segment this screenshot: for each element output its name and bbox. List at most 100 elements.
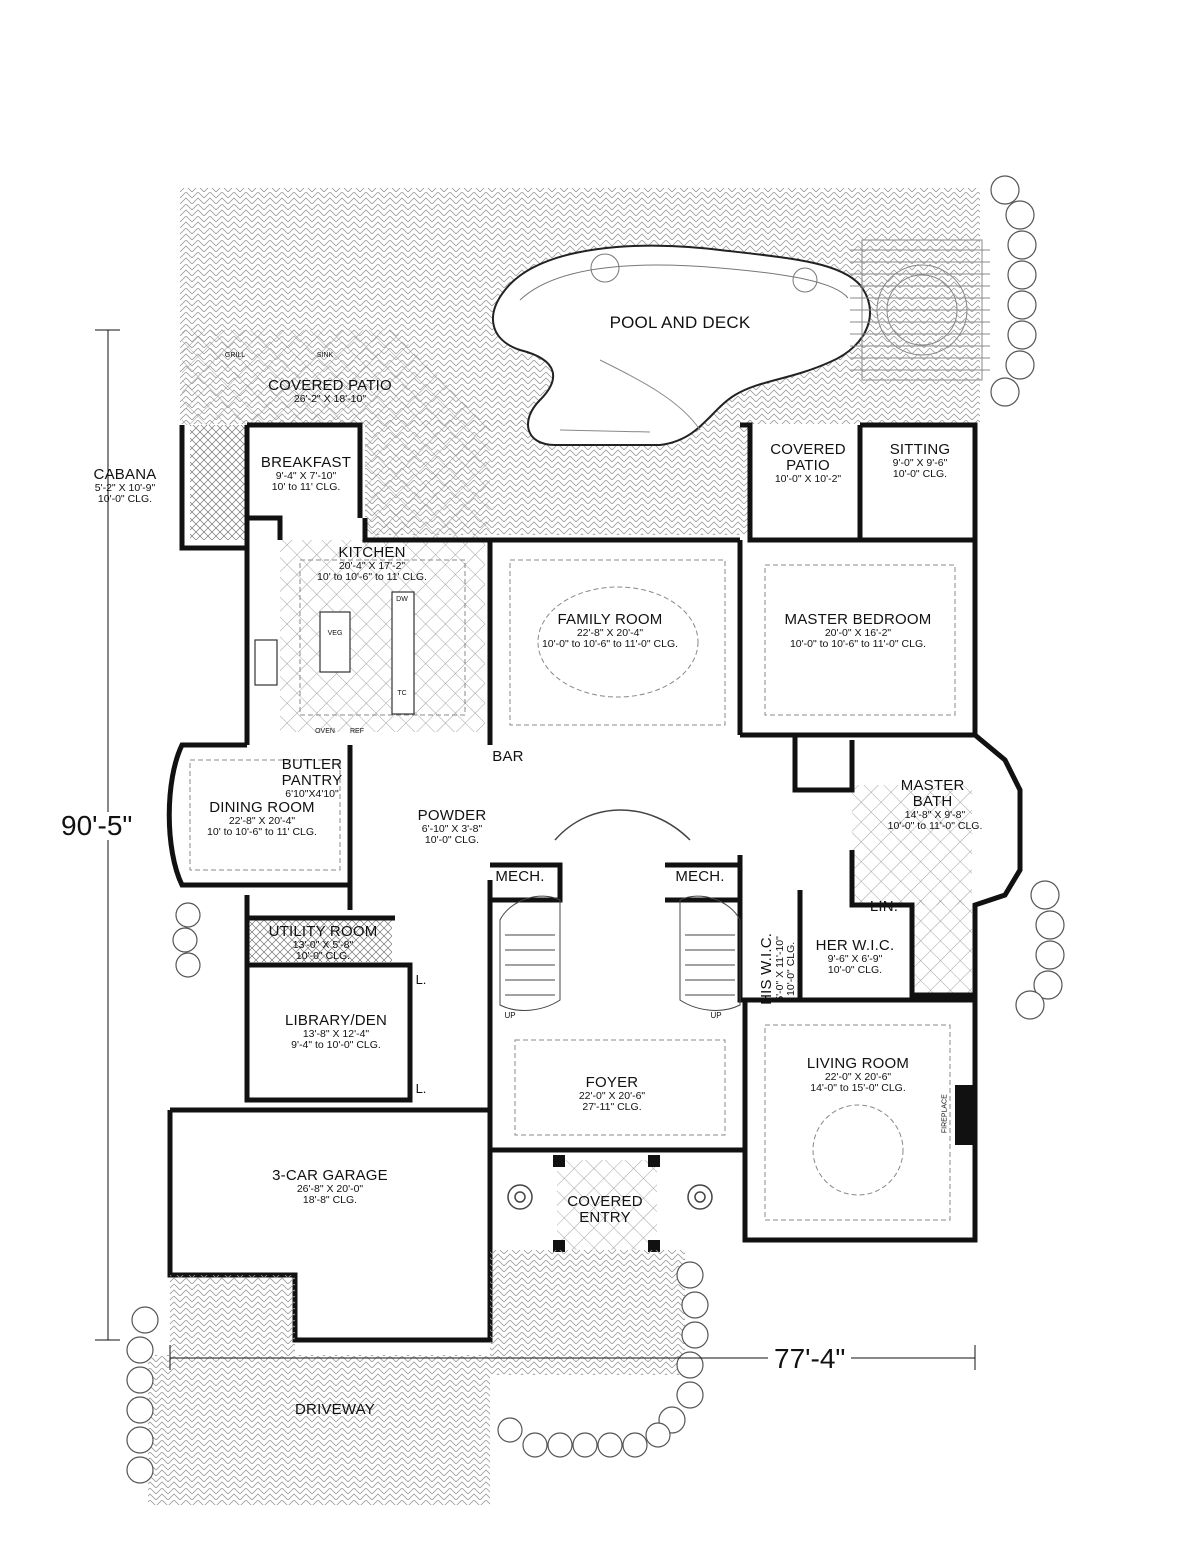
room-label-driveway: DRIVEWAY [295,1402,375,1418]
driveway-paving [148,1250,685,1505]
room-name: BAR [492,748,524,765]
room-label-her-wic: HER W.I.C.9'-6" X 6'-9"10'-0" CLG. [816,938,895,976]
room-ceiling: 10'-0" CLG. [827,963,883,976]
room-name: UTILITY ROOM [268,923,378,940]
small-label-veg: VEG [327,630,343,637]
pool-shape [492,244,871,446]
room-name: MASTER BATH [900,777,965,810]
room-name: BUTLER PANTRY [281,756,343,789]
room-name: SITTING [889,441,951,458]
overall-width-dimension: 77'-4" [768,1345,852,1373]
room-ceiling: 10'-0" to 10'-6" to 11'-0" CLG. [789,637,927,650]
dimension-lines [95,329,976,1370]
room-name: HIS W.I.C. [758,932,776,1005]
room-label-bar: BAR [492,749,523,765]
linen-closet-label-1: L. [415,972,427,987]
small-label-ref: REF [350,728,364,735]
room-ceiling: 10'-0" CLG. [784,941,797,996]
room-dims: 26'-8" X 20'-0" [296,1182,364,1195]
room-dims: 6'-10" X 3'-8" [421,822,483,835]
room-dims: 20'-0" X 16'-2" [824,626,892,639]
room-ceiling: 10'-0" CLG. [892,467,948,480]
room-name: POOL AND DECK [609,313,751,332]
room-name: LIBRARY/DEN [285,1012,387,1029]
entry-planters [507,1184,713,1210]
room-name: FAMILY ROOM [557,611,663,628]
room-dims: 13'-8" X 12'-4" [302,1027,370,1040]
room-ceiling: 27'-11" CLG. [582,1100,642,1113]
room-ceiling: 9'-4" to 10'-0" CLG. [291,1038,381,1051]
room-dims: 13'-0" X 5'-8" [292,938,354,951]
room-ceiling: 10'-0" CLG. [295,949,351,962]
room-ceiling: 10' to 10'-6" to 11' CLG. [207,825,317,838]
room-label-pool: POOL AND DECK [610,314,751,332]
small-label-up-left: UP [504,1011,516,1020]
room-dims: 22'-0" X 20'-6" [824,1070,892,1083]
small-label-sink: SINK [316,352,334,359]
room-name: KITCHEN [338,544,406,561]
room-dims: 22'-0" X 20'-6" [578,1089,646,1102]
room-label-lin: LIN. [870,899,898,915]
room-label-entry: COVERED ENTRY [565,1194,645,1226]
room-name: COVERED PATIO [268,377,392,394]
room-dims: 6'10"X4'10" [285,787,339,800]
room-ceiling: 10' to 11' CLG. [271,480,341,493]
tile-areas [190,425,972,1250]
room-dims: 9'-4" X 7'-10" [275,469,337,482]
room-name: COVERED ENTRY [567,1193,643,1226]
small-label-fireplace: FIREPLACE [941,1094,949,1134]
room-name: LIVING ROOM [806,1055,910,1072]
pergola [850,239,990,381]
room-dims: 26'-2" X 18'-10" [293,392,367,405]
stairs [499,809,741,1011]
room-dims: 9'-6" X 6'-9" [827,952,883,965]
kitchen-island [254,591,415,715]
room-name: COVERED PATIO [770,441,846,474]
room-dims: 20'-4" X 17'-2" [338,559,406,572]
covered-patio-floor [182,330,490,540]
walls [166,422,1023,1343]
small-label-tc: TC [397,690,407,697]
room-dims: 22'-8" X 20'-4" [576,626,644,639]
small-label-grill: GRILL [224,352,246,359]
room-label-mech1: MECH. [495,869,544,885]
room-dims: 5'-2" X 10'-9" [94,481,156,494]
room-ceiling: 10'-0" to 10'-6" to 11'-0" CLG. [541,637,679,650]
room-name: MECH. [495,868,545,885]
room-ceiling: 18'-8" CLG. [302,1193,358,1206]
small-label-up-right: UP [710,1011,722,1020]
room-name: 3-CAR GARAGE [272,1167,388,1184]
overall-depth-dimension: 90'-5" [55,812,139,840]
room-ceiling: 14'-0" to 15'-0" CLG. [810,1081,906,1094]
room-ceiling: 10' to 10'-6" to 11' CLG. [317,570,427,583]
small-label-oven: OVEN [315,728,335,735]
room-ceiling: 10'-0" CLG. [424,833,480,846]
room-label-mech2: MECH. [675,869,724,885]
room-label-his-wic: HIS W.I.C.5'-0" X 11'-10"10'-0" CLG. [758,932,797,1005]
landscape-shrubs [126,175,1065,1484]
room-ceiling: 10'-0" to 11'-0" CLG. [887,819,983,832]
room-ceiling: 10'-0" CLG. [97,492,153,505]
room-name: FOYER [585,1074,639,1091]
room-name: BREAKFAST [260,454,352,471]
room-name: DINING ROOM [209,799,315,816]
room-name: CABANA [93,466,157,483]
small-label-dw: DW [396,596,408,603]
room-dims: 22'-8" X 20'-4" [228,814,296,827]
